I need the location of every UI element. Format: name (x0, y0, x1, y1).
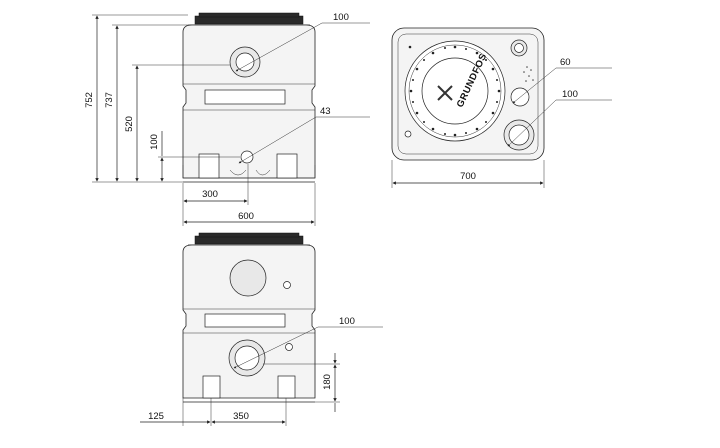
dim-520: 520 (124, 116, 135, 132)
callout-100-top: 100 (562, 89, 578, 100)
side-rib-band (204, 313, 286, 328)
front-view: 752 737 520 100 300 600 100 43 (84, 12, 370, 226)
side-lid (188, 232, 310, 246)
side-foot-left (202, 375, 221, 399)
callout-100-side: 100 (339, 316, 355, 327)
front-lid (188, 12, 310, 26)
dim-700: 700 (460, 171, 476, 182)
side-view: 100 180 125 350 (140, 232, 383, 426)
dim-125: 125 (148, 411, 164, 422)
dim-180: 180 (322, 374, 333, 390)
front-vertical-dimensions: 752 737 520 100 (84, 14, 240, 183)
dim-737: 737 (104, 92, 115, 108)
side-upper-port (229, 259, 267, 297)
dim-350: 350 (233, 411, 249, 422)
callout-100-front: 100 (333, 12, 349, 23)
side-inlet-100 (228, 339, 266, 377)
front-foot-right (276, 153, 298, 179)
dim-100-vertical: 100 (149, 134, 160, 150)
top-lid: GRUNDFOS (404, 40, 506, 142)
front-horizontal-dimensions: 300 600 (182, 164, 316, 226)
callout-43: 43 (320, 106, 331, 117)
top-view: GRUNDFOS 60 100 700 (391, 27, 612, 188)
front-foot-left (198, 153, 220, 179)
callout-60: 60 (560, 57, 571, 68)
dim-752: 752 (84, 92, 95, 108)
front-rib-band (204, 89, 286, 105)
front-port-43 (240, 150, 254, 164)
front-inlet-100 (229, 46, 261, 78)
front-callouts: 100 43 (235, 12, 370, 164)
dim-600: 600 (238, 211, 254, 222)
dim-300: 300 (202, 189, 218, 200)
lid-bolts (409, 45, 501, 137)
side-foot-right (277, 375, 296, 399)
